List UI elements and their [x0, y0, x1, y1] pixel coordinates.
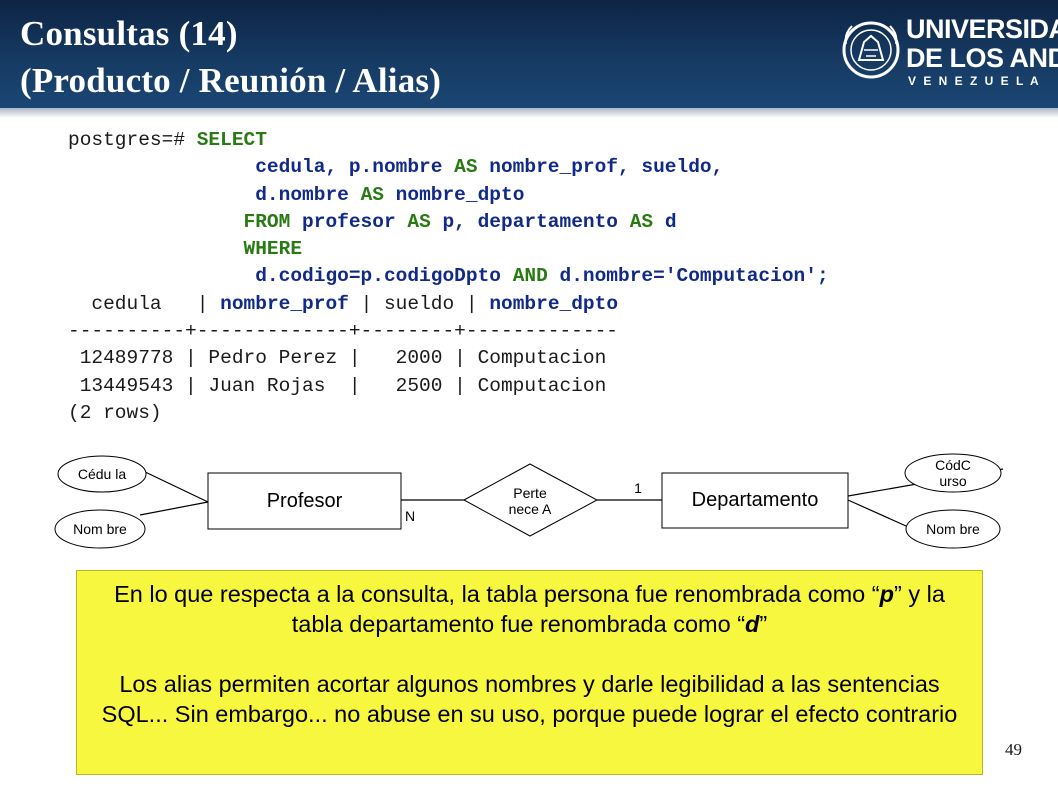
keyword-from: FROM — [243, 210, 291, 233]
result-header-nombre-dpto: nombre_dpto — [489, 292, 619, 315]
title-bar-shadow — [0, 108, 1058, 118]
keyword-where: WHERE — [243, 238, 303, 261]
university-logo: UNIVERSIDAD DE LOS ANDES V E N E Z U E L… — [842, 12, 1058, 92]
attribute-nombre-right-shape — [905, 509, 1001, 549]
select-columns-4: nombre_dpto — [383, 183, 525, 206]
select-columns-3: d.nombre — [255, 183, 361, 206]
select-columns-1: cedula, p.nombre — [255, 156, 455, 179]
result-row: 12489778 | Pedro Perez | 2000 | Computac… — [68, 347, 607, 370]
from-table-1: profesor — [290, 210, 408, 233]
keyword-and: AND — [512, 265, 548, 288]
attribute-codcurso-shape — [904, 453, 1002, 493]
university-seal-icon — [842, 21, 900, 79]
psql-prompt: postgres=# — [68, 129, 197, 151]
note-text: ” y la tabla departamento fue renombrada… — [291, 581, 945, 637]
keyword-as: AS — [454, 156, 478, 179]
from-table-2: p, departamento — [430, 210, 630, 233]
slide-title-line-2: (Producto / Reunión / Alias) — [20, 61, 442, 100]
result-header-nombre-prof: nombre_prof — [220, 292, 349, 315]
keyword-select: SELECT — [196, 129, 267, 151]
relationship-pertenece: Perte nece A — [508, 485, 552, 517]
alias-p: p — [879, 581, 894, 607]
explanation-note: En lo que respecta a la consulta, la tab… — [76, 570, 983, 775]
logo-line-2: DE LOS ANDES — [906, 43, 1058, 73]
relationship-pertenece-shape — [462, 463, 599, 537]
result-row: 13449543 | Juan Rojas | 2500 | Computaci… — [68, 374, 607, 397]
entity-departamento: Departamento — [691, 489, 819, 511]
er-diagram: Cédu la Nom bre Profesor N Perte nece A … — [0, 440, 1058, 570]
logo-line-1: UNIVERSIDAD — [906, 14, 1058, 44]
result-separator: ----------+-------------+--------+------… — [68, 320, 618, 343]
logo-line-3: V E N E Z U E L A — [908, 74, 1041, 88]
where-condition-1: d.codigo=p.codigoDpto — [255, 265, 513, 288]
cardinality-n: N — [404, 508, 416, 524]
note-paragraph-2: Los alias permiten acortar algunos nombr… — [101, 671, 958, 727]
page-number: 49 — [1005, 740, 1022, 759]
attribute-nombre-left-shape — [54, 509, 146, 549]
cardinality-1: 1 — [634, 480, 642, 496]
note-text: En lo que respecta a la consulta, la tab… — [114, 581, 880, 607]
slide-title-line-1: Consultas (14) — [20, 14, 238, 53]
keyword-as: AS — [629, 210, 654, 233]
keyword-as: AS — [360, 183, 384, 206]
where-condition-2: d.nombre='Computacion'; — [547, 265, 829, 288]
note-text: ” — [759, 611, 768, 637]
attribute-nombre-left: Nom bre — [73, 521, 127, 537]
entity-profesor-shape — [207, 472, 402, 530]
from-alias-d: d — [653, 210, 677, 233]
result-row-count: (2 rows) — [68, 401, 162, 424]
attribute-cedula-shape — [57, 455, 147, 493]
alias-d: d — [745, 611, 760, 637]
sql-code-block: postgres=# SELECT cedula, p.nombre AS no… — [68, 129, 829, 424]
result-header-sueldo: sueldo — [383, 292, 455, 315]
entity-profesor: Profesor — [266, 489, 343, 512]
select-columns-2: nombre_prof, sueldo, — [477, 156, 724, 179]
attribute-cedula: Cédu la — [77, 466, 127, 482]
note-paragraph-1: En lo que respecta a la consulta, la tab… — [87, 579, 972, 639]
attribute-codcurso: CódC urso — [935, 457, 971, 489]
result-header-cedula: cedula — [91, 292, 162, 315]
entity-departamento-shape — [661, 472, 849, 529]
keyword-as: AS — [407, 210, 431, 233]
attribute-nombre-right: Nom bre — [926, 521, 980, 537]
